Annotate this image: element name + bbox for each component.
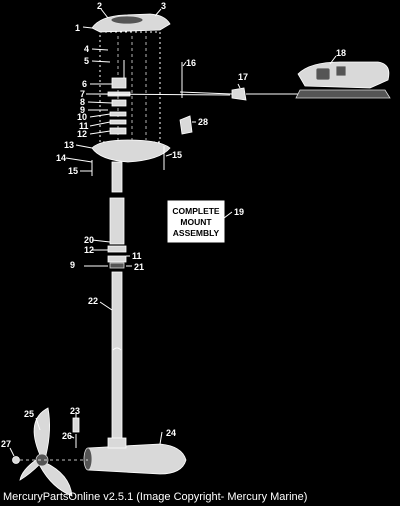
callout-20: 20 — [84, 235, 94, 245]
callout-22: 22 — [88, 296, 98, 306]
callout-1: 1 — [75, 23, 80, 33]
callout-26: 26 — [62, 431, 72, 441]
callout-11-lower: 11 — [132, 251, 142, 261]
long-shaft-part — [84, 265, 123, 443]
callout-25: 25 — [24, 409, 34, 419]
callout-19: 19 — [234, 207, 244, 217]
leader-lines — [9, 8, 337, 457]
callout-9-upper: 9 — [80, 105, 85, 115]
copyright-caption: MercuryPartsOnline v2.5.1 (Image Copyrig… — [3, 491, 308, 503]
assembly-label-line3: ASSEMBLY — [173, 228, 220, 238]
callout-10: 10 — [77, 112, 87, 122]
steering-cable-part — [179, 62, 330, 101]
callout-24: 24 — [166, 428, 176, 438]
callout-15-left: 15 — [68, 166, 78, 176]
callout-27: 27 — [1, 439, 11, 449]
upper-shaft-part — [111, 161, 123, 193]
callout-21: 21 — [134, 262, 144, 272]
shaft-tube-part — [107, 197, 127, 269]
callout-8: 8 — [80, 97, 85, 107]
callout-28: 28 — [198, 117, 208, 127]
base-housing-part — [91, 139, 171, 176]
callout-23: 23 — [70, 406, 80, 416]
callout-6: 6 — [82, 79, 87, 89]
callout-7: 7 — [80, 89, 85, 99]
complete-mount-assembly-box: COMPLETE MOUNT ASSEMBLY — [167, 200, 225, 243]
assembly-label-line2: MOUNT — [180, 217, 212, 227]
cable-connector-part — [179, 115, 193, 135]
callout-3: 3 — [161, 1, 166, 11]
callout-11-upper: 11 — [79, 121, 89, 131]
head-housing-part — [99, 31, 161, 143]
foot-pedal-part — [295, 61, 391, 99]
prop-nut-part — [12, 456, 88, 464]
callout-9-lower: 9 — [70, 260, 75, 270]
callout-5: 5 — [84, 56, 89, 66]
motor-housing-part — [83, 437, 187, 475]
callout-12-lower: 12 — [84, 245, 94, 255]
callout-16: 16 — [186, 58, 196, 68]
callout-17: 17 — [238, 72, 248, 82]
callout-18: 18 — [336, 48, 346, 58]
callout-13: 13 — [64, 140, 74, 150]
internal-components — [89, 60, 231, 135]
callout-14: 14 — [56, 153, 66, 163]
propeller-part — [19, 407, 73, 497]
callout-4: 4 — [84, 44, 89, 54]
callout-2: 2 — [97, 1, 102, 11]
callout-12-upper: 12 — [77, 129, 87, 139]
top-cover-part — [91, 13, 171, 33]
assembly-label-line1: COMPLETE — [172, 206, 220, 216]
pin-parts — [72, 417, 80, 448]
callout-15-right: 15 — [172, 150, 182, 160]
